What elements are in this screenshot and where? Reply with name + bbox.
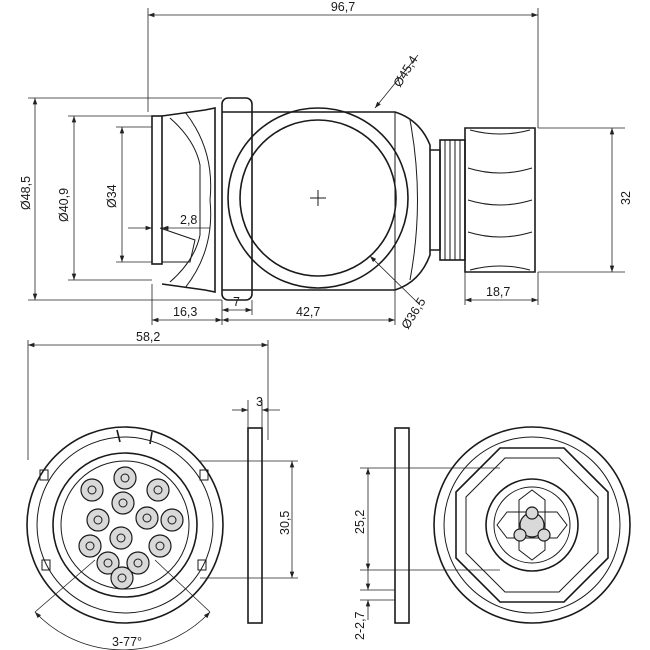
dimension-mount-distance-front: 30,5 xyxy=(200,460,298,579)
body-circle-inner xyxy=(239,119,397,277)
front-cap xyxy=(161,107,216,293)
dim-label-pin-sector: 3-77° xyxy=(112,635,142,649)
body-circle-outer xyxy=(227,107,409,289)
pin-array xyxy=(78,466,184,590)
dim-label-front-offset: 16,3 xyxy=(173,305,197,319)
rear-outer-ring xyxy=(433,426,631,624)
dimension-gap: 7 xyxy=(222,295,253,315)
dimension-lip-thickness: 2,8 xyxy=(128,213,210,231)
dimension-mount-holes: 2-2,7 xyxy=(353,570,395,640)
dim-label-body-length: 42,7 xyxy=(296,305,320,319)
dim-label-gasket-thickness: 3 xyxy=(256,395,263,409)
dim-label-mount-distance-rear: 25,2 xyxy=(353,510,367,534)
pin xyxy=(148,534,172,558)
dim-label-mount-holes: 2-2,7 xyxy=(353,611,367,640)
dimension-gland-length: 18,7 xyxy=(464,272,539,305)
cable-gland-nut xyxy=(464,127,536,273)
dimension-total-width-front: 58,2 xyxy=(27,330,269,460)
dimension-front-offset: 16,3 xyxy=(151,284,223,325)
side-view xyxy=(151,97,536,301)
pin xyxy=(80,478,104,502)
dim-label-socket-diameter: Ø34 xyxy=(105,184,119,208)
dim-label-flange-diameter: Ø40,9 xyxy=(57,188,71,222)
pin xyxy=(109,526,133,550)
front-gasket xyxy=(247,427,263,624)
dim-label-total-width-front: 58,2 xyxy=(136,330,160,344)
rear-octagon-nut xyxy=(455,447,609,603)
front-view xyxy=(26,426,263,624)
pin xyxy=(146,478,170,502)
cable-gland-threads xyxy=(439,139,466,261)
dim-label-lip-thickness: 2,8 xyxy=(180,213,197,227)
front-socket-face xyxy=(52,452,198,598)
pin xyxy=(160,508,184,532)
pin xyxy=(113,466,137,490)
dim-label-gland-length: 18,7 xyxy=(486,285,510,299)
rear-gasket xyxy=(394,427,410,624)
pin xyxy=(126,551,150,575)
dim-label-gland-height: 32 xyxy=(619,191,633,205)
dimension-socket-diameter: Ø34 xyxy=(105,126,152,263)
front-face-plate xyxy=(151,115,163,265)
dimension-mount-distance-rear: 25,2 xyxy=(353,467,500,571)
dim-label-overall-length: 96,7 xyxy=(331,0,355,14)
pin xyxy=(96,551,120,575)
dimension-gland-height: 32 xyxy=(538,127,633,273)
dim-label-outer-diameter: Ø48,5 xyxy=(19,176,33,210)
dimension-outer-diameter: Ø48,5 xyxy=(19,97,222,301)
pin xyxy=(135,506,159,530)
dimension-gasket-thickness: 3 xyxy=(232,395,280,428)
rear-view xyxy=(394,426,631,624)
dim-label-body-diameter: Ø36,5 xyxy=(399,295,429,331)
dim-label-nut-diameter: Ø45,4 xyxy=(391,53,421,89)
dimension-body-length: 42,7 xyxy=(222,290,396,325)
dim-label-mount-distance-front: 30,5 xyxy=(278,511,292,535)
dimension-pin-sector: 3-77° xyxy=(34,559,211,650)
pin xyxy=(110,566,134,590)
body-housing-left xyxy=(221,97,253,301)
rear-cable-entry xyxy=(485,478,579,572)
dimension-overall-length: 96,7 xyxy=(147,0,539,128)
dimension-nut-diameter: Ø45,4 xyxy=(374,53,421,109)
pin xyxy=(86,508,110,532)
front-outer-ring xyxy=(26,426,224,624)
pin xyxy=(111,491,135,515)
pin xyxy=(78,534,102,558)
dim-label-gap: 7 xyxy=(233,295,240,309)
dimension-flange-diameter: Ø40,9 xyxy=(57,115,152,281)
body-housing xyxy=(222,111,431,291)
